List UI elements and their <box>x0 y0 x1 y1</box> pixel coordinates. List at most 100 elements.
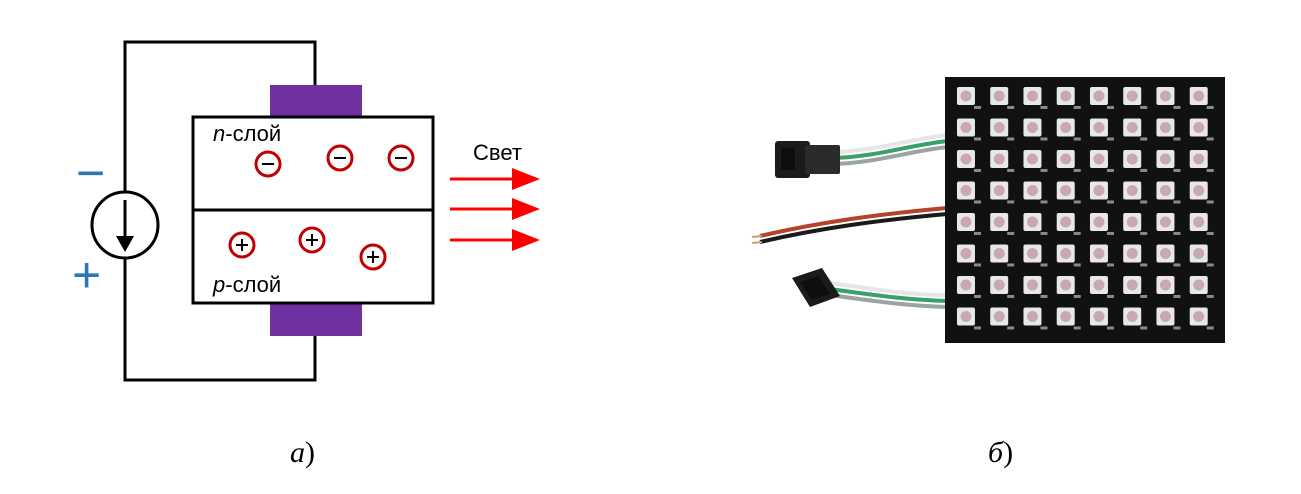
wire-bottom-green <box>829 287 948 303</box>
polarity-minus-sign: − <box>76 145 105 201</box>
led-chip <box>990 118 1015 141</box>
led-chip <box>1189 86 1214 109</box>
circuit-wire <box>123 40 317 382</box>
led-chip <box>1123 244 1148 267</box>
wire-top-green <box>834 139 948 160</box>
polarity-plus-sign: + <box>72 247 101 303</box>
led-chip <box>1023 244 1048 267</box>
caption-a: а) <box>290 436 315 469</box>
p-layer <box>191 208 435 305</box>
led-chip <box>956 275 981 298</box>
led-chip <box>1123 275 1148 298</box>
led-chip <box>1123 118 1148 141</box>
electron-marker <box>387 144 415 172</box>
light-arrow <box>450 168 540 190</box>
top-connector <box>775 141 840 178</box>
led-board <box>945 77 1225 343</box>
led-chip <box>1089 307 1114 330</box>
led-chip <box>956 181 981 204</box>
led-chip <box>956 86 981 109</box>
led-chip <box>1156 149 1181 172</box>
light-arrow <box>450 229 540 251</box>
led-chip <box>956 307 981 330</box>
led-chip <box>990 149 1015 172</box>
current-source-arrowhead <box>116 236 134 252</box>
led-chip <box>1189 181 1214 204</box>
light-arrow <box>450 198 540 220</box>
led-chip <box>1089 118 1114 141</box>
led-chip <box>1089 86 1114 109</box>
led-chip <box>956 212 981 235</box>
led-chip <box>990 212 1015 235</box>
led-chip <box>1089 244 1114 267</box>
led-chip <box>1123 307 1148 330</box>
n-layer-label: n-слой <box>213 121 281 146</box>
n-layer-label-prefix: n <box>213 121 225 146</box>
hole-marker <box>298 226 326 254</box>
led-chip <box>1089 275 1114 298</box>
led-chip <box>1056 181 1081 204</box>
led-chip <box>1023 181 1048 204</box>
led-chip <box>1089 181 1114 204</box>
led-chip <box>1189 149 1214 172</box>
led-chip <box>1156 181 1181 204</box>
hole-marker <box>359 243 387 271</box>
bottom-contact <box>270 303 362 336</box>
led-chip <box>1023 118 1048 141</box>
wire-tip <box>751 235 763 238</box>
led-chip <box>1156 86 1181 109</box>
electron-marker <box>254 150 282 178</box>
wire-top-white <box>834 133 948 154</box>
led-chip <box>1156 212 1181 235</box>
caption-a-paren: ) <box>305 436 315 469</box>
led-chip <box>990 275 1015 298</box>
n-layer-label-suffix: -слой <box>225 121 281 146</box>
p-layer-label: p-слой <box>212 272 281 297</box>
led-chip <box>1023 86 1048 109</box>
led-chip <box>990 244 1015 267</box>
led-chip <box>990 181 1015 204</box>
led-chip <box>1056 275 1081 298</box>
led-chip <box>956 244 981 267</box>
top-contact <box>270 85 362 118</box>
led-chip <box>1056 118 1081 141</box>
led-chip <box>1056 212 1081 235</box>
caption-b: б) <box>988 436 1013 469</box>
led-chip <box>1156 118 1181 141</box>
led-chip <box>956 149 981 172</box>
led-chip <box>990 307 1015 330</box>
led-chip <box>1156 275 1181 298</box>
led-chip <box>1189 244 1214 267</box>
led-chip <box>1189 212 1214 235</box>
led-chip <box>1056 307 1081 330</box>
led-chip <box>1123 86 1148 109</box>
caption-b-letter: б <box>988 436 1004 469</box>
caption-a-letter: а <box>290 436 305 469</box>
led-chip <box>1189 118 1214 141</box>
hole-marker <box>228 231 256 259</box>
led-chip <box>1023 307 1048 330</box>
led-chip <box>1156 244 1181 267</box>
led-chip <box>1056 86 1081 109</box>
led-chip <box>1123 181 1148 204</box>
p-layer-label-prefix: p <box>212 272 225 297</box>
wire-bottom-grey <box>829 293 948 309</box>
led-chip <box>1023 275 1048 298</box>
light-label: Свет <box>473 140 522 165</box>
wire-mid-black <box>759 212 948 244</box>
led-chip <box>1189 307 1214 330</box>
wire-mid-red <box>759 206 948 238</box>
led-chip <box>1089 149 1114 172</box>
led-chip <box>956 118 981 141</box>
led-chip <box>1056 244 1081 267</box>
led-circuit-diagram: − + n-слой p-слой <box>72 40 540 469</box>
led-matrix-photo: б) <box>751 77 1225 469</box>
led-chip <box>1123 212 1148 235</box>
led-chip <box>1156 307 1181 330</box>
led-chip <box>1023 149 1048 172</box>
wire-top-grey <box>834 145 948 166</box>
electron-marker <box>326 144 354 172</box>
led-chip <box>1089 212 1114 235</box>
caption-b-paren: ) <box>1003 436 1013 469</box>
